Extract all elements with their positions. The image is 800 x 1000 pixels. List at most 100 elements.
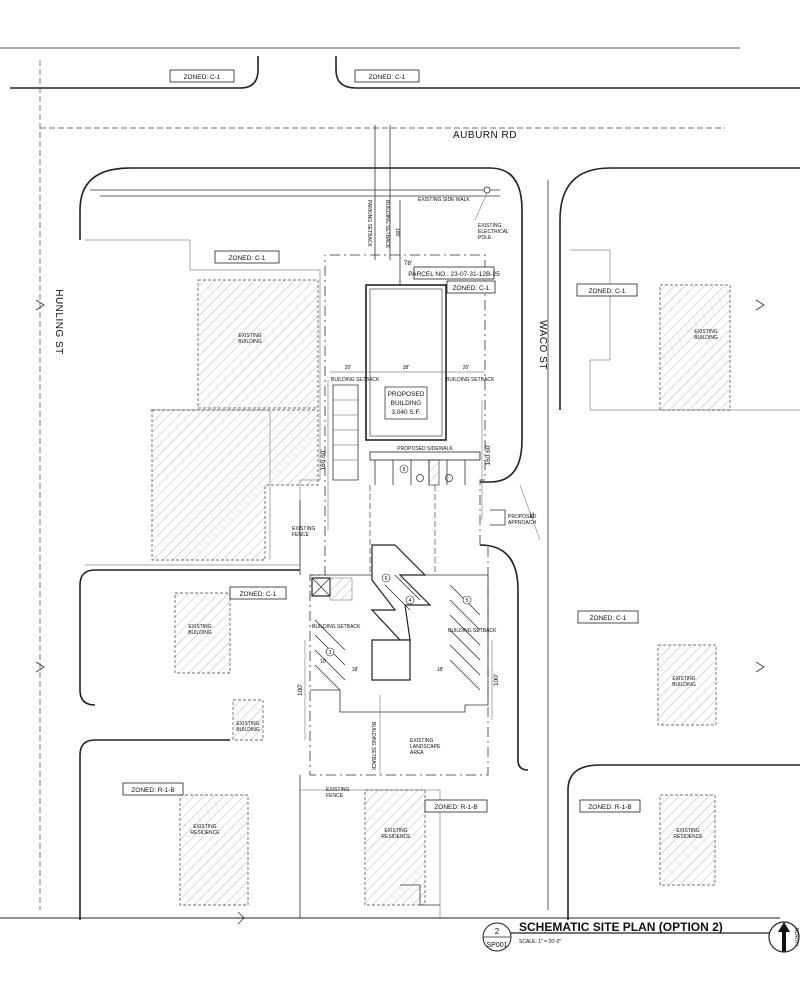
zone-label-south-mid: ZONED: R-1-B (434, 804, 477, 811)
proposed-building-inner (369, 288, 443, 437)
stall-count-5: 5 (466, 598, 469, 604)
existing-fence-s-l2: FENCE (326, 793, 344, 799)
setback-west-dim: 20' (345, 365, 352, 371)
proposed-building-label-box (384, 386, 428, 420)
existing-building-w2-l2: BUILDING (188, 630, 212, 636)
road-edge-west-mid (79, 739, 230, 920)
zone-box-sw (122, 782, 184, 796)
existing-building-e2 (657, 644, 717, 726)
existing-residence-s-l2: RESIDENCE (381, 834, 411, 840)
stall-count-badge-5 (462, 595, 472, 605)
zone-box-site (446, 280, 496, 294)
zone-label-top-left: ZONED: C-1 (184, 74, 221, 81)
stall-count-6: 6 (385, 576, 388, 582)
existing-building-w2-l1: EXISTING (188, 624, 211, 630)
stall-count-badge-4 (405, 595, 415, 605)
setback-east-dim: 20' (463, 365, 470, 371)
zone-box-west-mid (229, 586, 287, 600)
accessible-stall (428, 459, 440, 486)
zone-box-se (579, 799, 641, 813)
title-sheet: SP001 (486, 942, 507, 949)
ne-lot-outline (570, 249, 800, 411)
road-edge-top-right (335, 56, 800, 89)
existing-fence-l1: EXISTING (292, 526, 315, 532)
road-edge-top-left (10, 56, 259, 89)
zone-label-ne: ZONED: C-1 (589, 288, 626, 295)
existing-building-w3 (232, 699, 264, 741)
landscape-l2: LANDSCAPE (410, 744, 441, 750)
zone-box-ne (576, 283, 638, 297)
site-boundary (309, 254, 489, 776)
zone-box-top-left (169, 69, 235, 83)
parcel-box (413, 266, 495, 280)
zone-label-top-right: ZONED: C-1 (369, 74, 406, 81)
stall-count-3: 3 (329, 650, 332, 656)
proposed-building-line1: PROPOSED (388, 391, 425, 398)
stall-count-badge-8 (399, 464, 409, 474)
stall-count-badge-6 (381, 573, 391, 583)
approach-arrow (490, 509, 506, 526)
existing-building-w2 (174, 592, 231, 674)
existing-building-nw-l2: BUILDING (238, 339, 262, 345)
electrical-pole-l2: ELECTRICAL (478, 229, 509, 235)
existing-residence-se (659, 794, 716, 886)
accessible-icon-1 (416, 474, 424, 482)
title-number: 2 (495, 927, 500, 936)
road-edge-nw-block (79, 167, 523, 483)
zone-label-nw: ZONED: C-1 (229, 255, 266, 262)
zone-box-top-right (354, 69, 420, 83)
existing-building-nw (197, 279, 319, 409)
existing-building-e2-l1: EXISTING (672, 676, 695, 682)
existing-fence-l2: FENCE (292, 532, 310, 538)
title-scale: SCALE: 1" = 20'-0" (519, 939, 561, 945)
zone-label-west-mid: ZONED: C-1 (240, 591, 277, 598)
lot-depth-dim-west: 160.60' (320, 449, 327, 470)
electrical-pole-l3: POLE (478, 235, 492, 241)
proposed-sidewalk-label: PROPOSED SIDEWALK (397, 446, 453, 452)
south-lot-notch (400, 884, 440, 906)
road-edge-west-block (79, 569, 300, 706)
north-setback-dim-label: 185' (394, 228, 400, 237)
building-width-dim-label: 38' (403, 365, 410, 371)
break-mark-east (755, 299, 765, 673)
existing-building-nw-l1: EXISTING (238, 333, 261, 339)
road-edge-east-lower (567, 764, 800, 920)
existing-building-nw-ext (151, 409, 319, 561)
approach-dim-label: 30' (528, 512, 534, 519)
stall-count-4: 4 (409, 598, 412, 604)
existing-residence-sw-l2: RESIDENCE (190, 830, 220, 836)
dumpster-pad (329, 577, 353, 601)
existing-residence-s (364, 789, 426, 906)
stall-dim-label: 10' (320, 659, 327, 665)
existing-residence-sw (179, 794, 249, 906)
zone-box-south-mid (424, 799, 488, 813)
existing-residence-se-l1: EXISTING (676, 828, 699, 834)
existing-building-ne (659, 284, 731, 411)
existing-building-e2-l2: BUILDING (672, 682, 696, 688)
zone-label-se: ZONED: R-1-B (588, 804, 631, 811)
south-parking-outline (310, 574, 489, 713)
north-arrow-icon (768, 921, 800, 953)
proposed-sidewalk (369, 451, 481, 461)
lot-width-dim: 78' (404, 260, 412, 267)
existing-building-w3-l2: BUILDING (236, 727, 260, 733)
proposed-building-line3: 3,040 S.F. (391, 409, 420, 416)
diagonal-stalls-center (384, 574, 421, 611)
existing-residence-s-l1: EXISTING (384, 828, 407, 834)
break-mark-south (237, 911, 245, 925)
zone-box-nw (214, 250, 280, 264)
electrical-pole-l1: EXISTING (478, 223, 501, 229)
street-waco-st: WACO ST (537, 320, 548, 370)
parcel-label: PARCEL NO.: 23-07-31-12B-25 (408, 271, 500, 278)
pole-leader (474, 192, 488, 221)
south-depth-dim-west: 100' (297, 684, 304, 696)
existing-fence-s-l1: EXISTING (326, 787, 349, 793)
building-setback-sw-label: BUILDING SETBACK (312, 624, 361, 630)
approach-dim (519, 484, 541, 541)
existing-residence-se-l2: RESIDENCE (673, 834, 703, 840)
landscape-l1: EXISTING (410, 738, 433, 744)
road-edge-se-mid (479, 544, 529, 771)
road-edge-ne-block (559, 167, 800, 410)
break-mark-west (35, 299, 45, 673)
zone-label-sw: ZONED: R-1-B (131, 787, 174, 794)
